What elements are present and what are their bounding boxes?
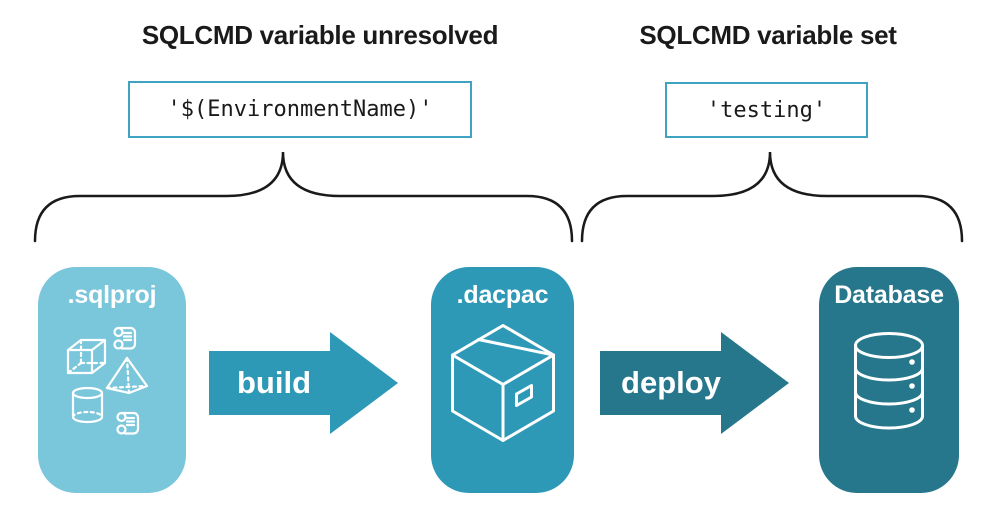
pyramid-icon	[105, 356, 149, 395]
cylinder-icon	[71, 386, 104, 424]
build-arrow-label: build	[236, 365, 312, 400]
database-cylinder-icon	[854, 332, 924, 430]
stage-label-sqlproj: .sqlproj	[67, 281, 157, 309]
deploy-arrow-label: deploy	[621, 365, 721, 400]
left-brace	[33, 151, 574, 243]
sql-script-icon	[116, 411, 140, 435]
code-text-environment-name: '$(EnvironmentName)'	[167, 97, 433, 122]
stage-label-dacpac: .dacpac	[456, 281, 549, 309]
sql-project-objects-icon	[66, 326, 149, 435]
heading-sqlcmd-set: SQLCMD variable set	[639, 20, 897, 50]
stage-card-dacpac: .dacpac	[431, 267, 574, 493]
code-text-testing: 'testing'	[706, 97, 827, 123]
stage-card-sqlproj: .sqlproj	[38, 267, 186, 493]
code-box-environment-name: '$(EnvironmentName)'	[128, 81, 472, 138]
package-box-icon	[450, 324, 555, 442]
heading-sqlcmd-unresolved: SQLCMD variable unresolved	[141, 20, 499, 50]
sql-script-icon	[113, 326, 137, 350]
stage-label-database: Database	[834, 281, 944, 309]
cube-icon	[66, 338, 107, 375]
code-box-testing: 'testing'	[665, 82, 868, 138]
stage-card-database: Database	[819, 267, 959, 493]
right-brace	[580, 151, 964, 243]
